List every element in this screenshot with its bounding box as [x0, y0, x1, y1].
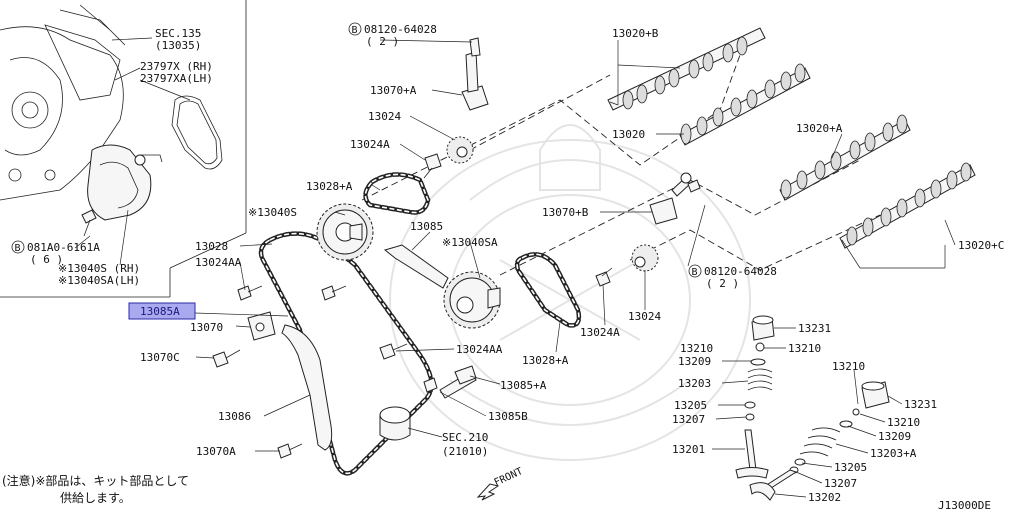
label-sec135: SEC.135 — [155, 27, 201, 40]
sprocket-13040sa — [443, 271, 501, 329]
label-13070a: 13070+A — [370, 84, 417, 97]
label-13085a[interactable]: 13085A — [140, 305, 180, 318]
label-08120-64028-right: 08120-64028 — [704, 265, 777, 278]
slack-guide-13086 — [281, 324, 333, 451]
tensioner-13070 — [247, 311, 276, 341]
label-13207-left: 13207 — [672, 413, 705, 426]
label-13085: 13085 — [410, 220, 443, 233]
label-13205-left: 13205 — [674, 399, 707, 412]
label-13085b: 13085B — [488, 410, 528, 423]
camshaft-13020b — [607, 27, 766, 111]
camshaft-13020a — [779, 114, 911, 201]
label-13070: 13070 — [190, 321, 223, 334]
label-13024a-top: 13024A — [350, 138, 390, 151]
label-13024aa-mid: 13024AA — [456, 343, 503, 356]
label-13209-right: 13209 — [878, 430, 911, 443]
label-13028a-bottom: 13028+A — [522, 354, 569, 367]
label-13020: 13020 — [612, 128, 645, 141]
label-13024-right: 13024 — [628, 310, 661, 323]
bolt-marker-icon: B — [11, 240, 25, 254]
label-13020b: 13020+B — [612, 27, 659, 40]
label-front: FRONT — [493, 466, 525, 489]
label-13210-left-1: 13210 — [680, 342, 713, 355]
tensioner-13070b — [649, 172, 692, 225]
label-13024a-right: 13024A — [580, 326, 620, 339]
bolt-marker-icon: B — [348, 22, 362, 36]
label-23797xa: 23797XA(LH) — [140, 72, 213, 85]
label-23797x: 23797X (RH) — [140, 60, 213, 73]
label-13040s: ※13040S — [248, 206, 297, 219]
label-13070a-bottom: 13070A — [196, 445, 236, 458]
highlight-13085a[interactable]: 13085A — [128, 302, 196, 320]
label-13024-top: 13024 — [368, 110, 401, 123]
svg-text:B: B — [352, 25, 358, 36]
note-line-1: (注意)※部品は、キット部品として — [2, 473, 189, 488]
bolts — [212, 153, 701, 459]
timing-chain-13028 — [258, 231, 434, 476]
valve-assembly-right — [749, 381, 890, 501]
bolt-marker-icon: B — [688, 264, 702, 278]
label-081a0-qty: ( 6 ) — [30, 253, 63, 266]
watermark-emblem — [389, 124, 751, 461]
label-13210-left-2: 13210 — [788, 342, 821, 355]
label-13209-left: 13209 — [678, 355, 711, 368]
timing-chain-13028a-upper — [363, 172, 431, 215]
label-081a0-6161a: 081A0-6161A — [27, 241, 100, 254]
chain-guide-13085b — [439, 365, 477, 399]
label-13231-left: 13231 — [798, 322, 831, 335]
label-08120-64028-top: 08120-64028 — [364, 23, 437, 36]
front-arrow-icon: FRONT — [476, 466, 525, 501]
label-13085a-plus: 13085+A — [500, 379, 547, 392]
label-13086: 13086 — [218, 410, 251, 423]
sprocket-13024-right — [631, 244, 659, 272]
label-13040sa-lh: ※13040SA(LH) — [58, 274, 140, 287]
leader-lines — [194, 39, 956, 498]
tensioner-13070a — [461, 37, 489, 111]
label-13020a: 13020+A — [796, 122, 843, 135]
crank-sprocket-sec210 — [379, 406, 411, 441]
label-13040sa: ※13040SA — [442, 236, 498, 249]
timing-chain-13028a-lower — [514, 252, 582, 328]
label-13028a-top: 13028+A — [306, 180, 353, 193]
label-13202: 13202 — [808, 491, 841, 504]
svg-text:B: B — [15, 243, 21, 254]
label-13203-left: 13203 — [678, 377, 711, 390]
label-13201: 13201 — [672, 443, 705, 456]
note-line-2: 供給します。 — [60, 491, 131, 505]
sprocket-13024-top — [446, 136, 474, 164]
label-13203a: 13203+A — [870, 447, 917, 460]
label-13231-right: 13231 — [904, 398, 937, 411]
label-13024aa-left: 13024AA — [195, 256, 242, 269]
label-sec135-ref: (13035) — [155, 39, 201, 52]
label-08120-64028-right-qty: ( 2 ) — [706, 277, 739, 290]
valve-assembly-left — [735, 315, 775, 479]
label-13205-right: 13205 — [834, 461, 867, 474]
label-13210-right-1: 13210 — [832, 360, 865, 373]
label-08120-64028-top-qty: ( 2 ) — [366, 35, 399, 48]
label-13020c: 13020+C — [958, 239, 1004, 252]
diagram-code: J13000DE — [938, 499, 991, 511]
label-13028: 13028 — [195, 240, 228, 253]
label-sec210-ref: (21010) — [442, 445, 488, 458]
inset-panel — [0, 0, 247, 298]
chain-guide-13085 — [383, 244, 449, 289]
label-13210-right-2: 13210 — [887, 416, 920, 429]
camshaft-13020 — [679, 63, 811, 146]
label-13070c: 13070C — [140, 351, 180, 364]
label-13070b: 13070+B — [542, 206, 589, 219]
svg-text:B: B — [692, 267, 698, 278]
camshaft-13020c — [839, 162, 976, 249]
label-13207-right: 13207 — [824, 477, 857, 490]
label-sec210: SEC.210 — [442, 431, 488, 444]
sprocket-13040s — [316, 203, 374, 261]
label-13040s-rh: ※13040S (RH) — [58, 262, 140, 275]
